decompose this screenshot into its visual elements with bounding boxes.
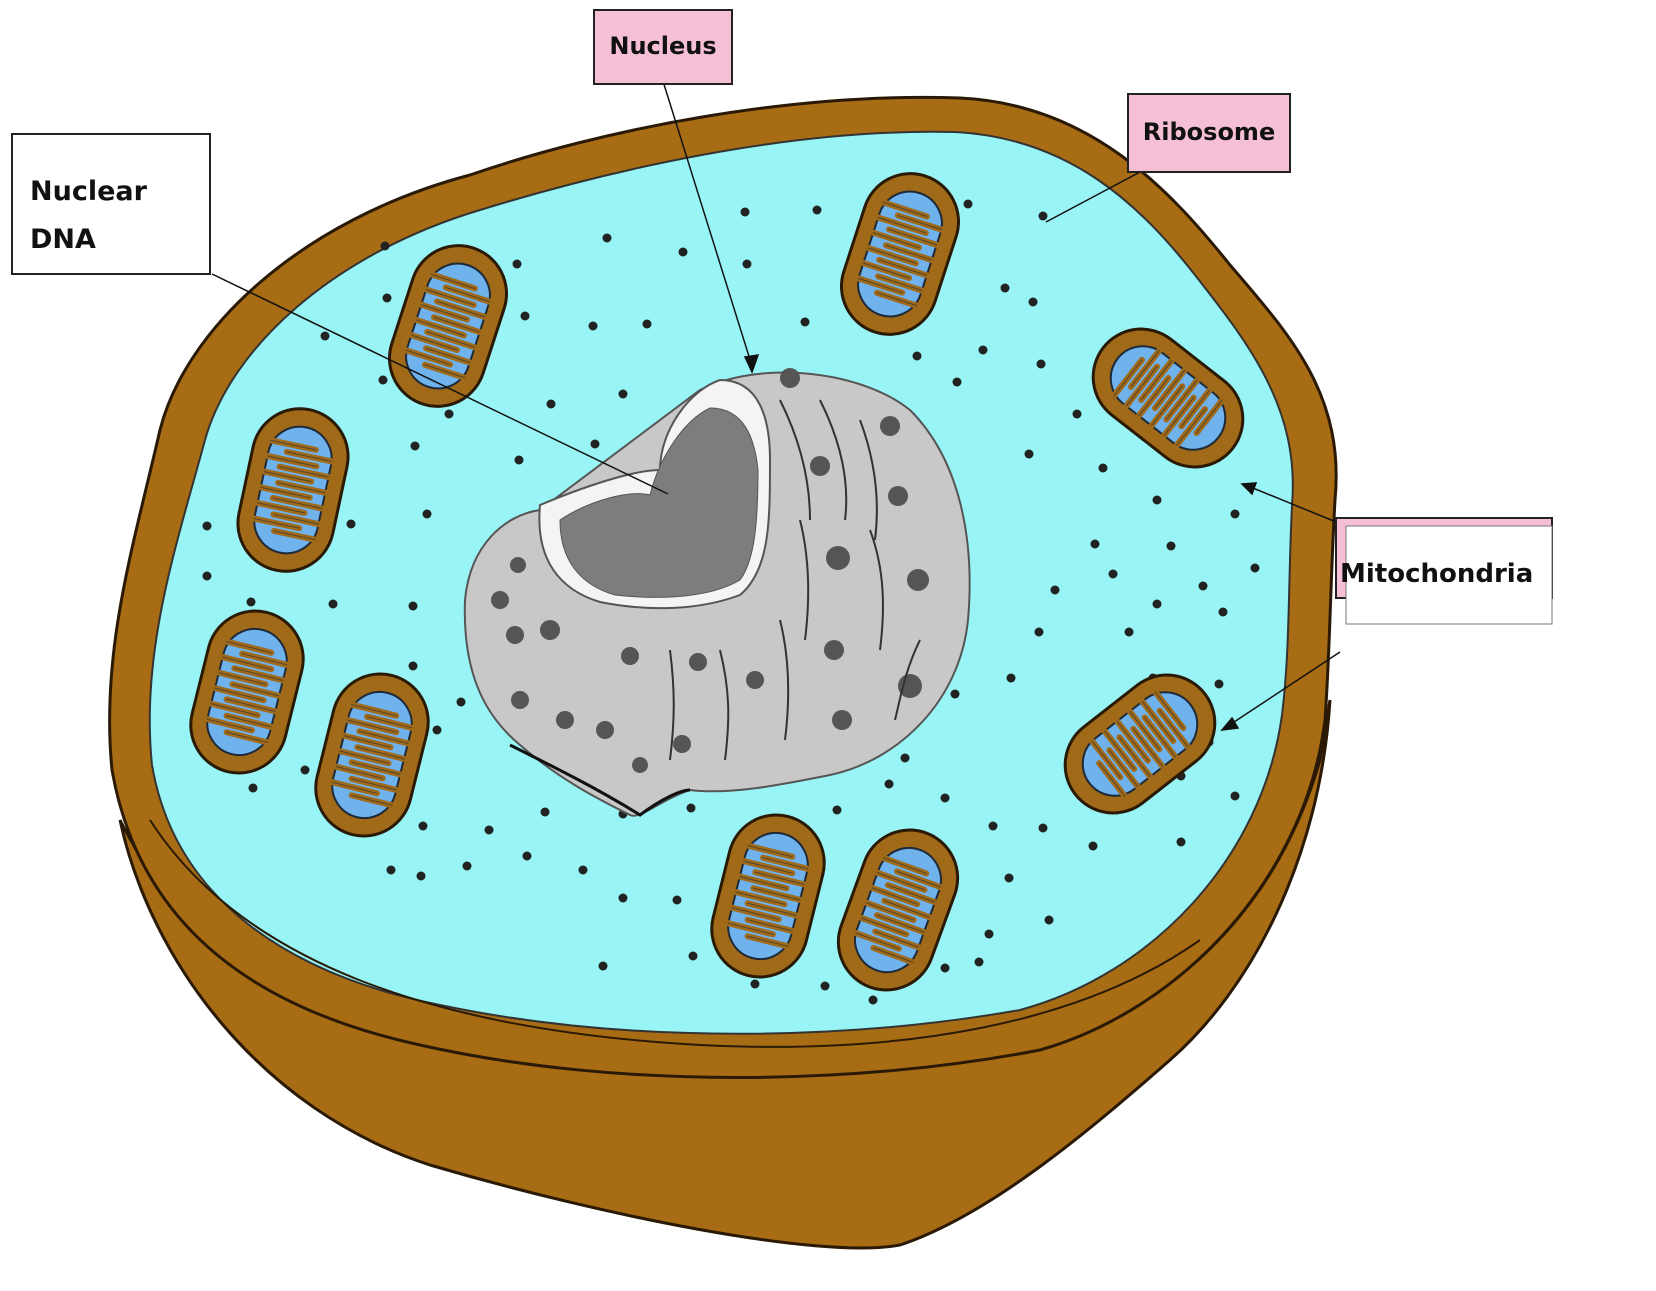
- ribosome-dot: [1073, 410, 1082, 419]
- ribosome-dot: [1125, 628, 1134, 637]
- label-nucleus-text: Nucleus: [609, 32, 716, 60]
- ribosome-dot: [989, 822, 998, 831]
- ribosome-dot: [457, 698, 466, 707]
- ribosome-dot: [1001, 284, 1010, 293]
- ribosome-dot: [249, 784, 258, 793]
- ribosome-dot: [885, 780, 894, 789]
- ribosome-dot: [941, 794, 950, 803]
- ribosome-dot: [619, 390, 628, 399]
- ribosome-dot: [643, 320, 652, 329]
- ribosome-dot: [1005, 874, 1014, 883]
- ribosome-dot: [463, 862, 472, 871]
- label-nuclear-dna: Nuclear DNA: [12, 134, 210, 274]
- ribosome-dot: [1219, 608, 1228, 617]
- ribosome-dot: [801, 318, 810, 327]
- ribosome-dot: [964, 200, 973, 209]
- label-ribosome-text: Ribosome: [1143, 118, 1275, 146]
- ribosome-dot: [821, 982, 830, 991]
- ribosome-dot: [833, 806, 842, 815]
- ribosome-dot: [1051, 586, 1060, 595]
- ribosome-dot: [1231, 510, 1240, 519]
- ribosome-dot: [689, 952, 698, 961]
- ribosome-dot: [381, 242, 390, 251]
- ribosome-dot: [579, 866, 588, 875]
- ribosome-dot: [599, 962, 608, 971]
- ribosome-dot: [741, 208, 750, 217]
- ribosome-dot: [1251, 564, 1260, 573]
- ribosome-dot: [1039, 824, 1048, 833]
- ribosome-dot: [419, 822, 428, 831]
- ribosome-dot: [433, 726, 442, 735]
- ribosome-dot: [321, 332, 330, 341]
- ribosome-dot: [673, 896, 682, 905]
- ribosome-dot: [445, 410, 454, 419]
- ribosome-dot: [953, 378, 962, 387]
- ribosome-dot: [901, 754, 910, 763]
- ribosome-dot: [1035, 628, 1044, 637]
- ribosome-dot: [951, 690, 960, 699]
- label-nuclear-dna-line2: DNA: [30, 224, 96, 255]
- ribosome-dot: [409, 602, 418, 611]
- ribosome-dot: [383, 294, 392, 303]
- ribosome-dot: [485, 826, 494, 835]
- ribosome-dot: [1025, 450, 1034, 459]
- ribosome-dot: [1045, 916, 1054, 925]
- ribosome-dot: [423, 510, 432, 519]
- ribosome-dot: [1231, 792, 1240, 801]
- ribosome-dot: [603, 234, 612, 243]
- ribosome-dot: [941, 964, 950, 973]
- label-nucleus: Nucleus: [594, 10, 732, 84]
- ribosome-dot: [869, 996, 878, 1005]
- ribosome-dot: [975, 958, 984, 967]
- ribosome-dot: [329, 600, 338, 609]
- ribosome-dot: [1029, 298, 1038, 307]
- ribosome-dot: [379, 376, 388, 385]
- ribosome-dot: [1177, 838, 1186, 847]
- ribosome-dot: [515, 456, 524, 465]
- ribosome-dot: [1167, 542, 1176, 551]
- ribosome-dot: [541, 808, 550, 817]
- ribosome-dot: [913, 352, 922, 361]
- ribosome-dot: [985, 930, 994, 939]
- ribosome-dot: [417, 872, 426, 881]
- ribosome-dot: [1153, 600, 1162, 609]
- ribosome-dot: [203, 572, 212, 581]
- ribosome-dot: [1199, 582, 1208, 591]
- ribosome-dot: [743, 260, 752, 269]
- ribosome-dot: [521, 312, 530, 321]
- ribosome-dot: [387, 866, 396, 875]
- ribosome-dot: [589, 322, 598, 331]
- label-mitochondria: Mitochondria: [1336, 518, 1552, 624]
- ribosome-dot: [619, 894, 628, 903]
- ribosome-dot: [411, 442, 420, 451]
- ribosome-dot: [751, 980, 760, 989]
- ribosome-dot: [1039, 212, 1048, 221]
- ribosome-dot: [1109, 570, 1118, 579]
- ribosome-dot: [591, 440, 600, 449]
- ribosome-dot: [1091, 540, 1100, 549]
- ribosome-dot: [1037, 360, 1046, 369]
- ribosome-dot: [1007, 674, 1016, 683]
- ribosome-dot: [409, 662, 418, 671]
- ribosome-dot: [247, 598, 256, 607]
- ribosome-dot: [347, 520, 356, 529]
- label-mitochondria-text: Mitochondria: [1340, 559, 1533, 589]
- ribosome-dot: [203, 522, 212, 531]
- ribosome-dot: [1215, 680, 1224, 689]
- ribosome-dot: [979, 346, 988, 355]
- ribosome-dot: [301, 766, 310, 775]
- ribosome-dot: [813, 206, 822, 215]
- label-ribosome: Ribosome: [1128, 94, 1290, 172]
- ribosome-dot: [523, 852, 532, 861]
- ribosome-dot: [1089, 842, 1098, 851]
- label-nuclear-dna-line1: Nuclear: [30, 176, 148, 207]
- ribosome-dot: [1153, 496, 1162, 505]
- ribosome-dot: [547, 400, 556, 409]
- ribosome-dot: [687, 804, 696, 813]
- ribosome-dot: [679, 248, 688, 257]
- ribosome-dot: [513, 260, 522, 269]
- ribosome-dot: [1099, 464, 1108, 473]
